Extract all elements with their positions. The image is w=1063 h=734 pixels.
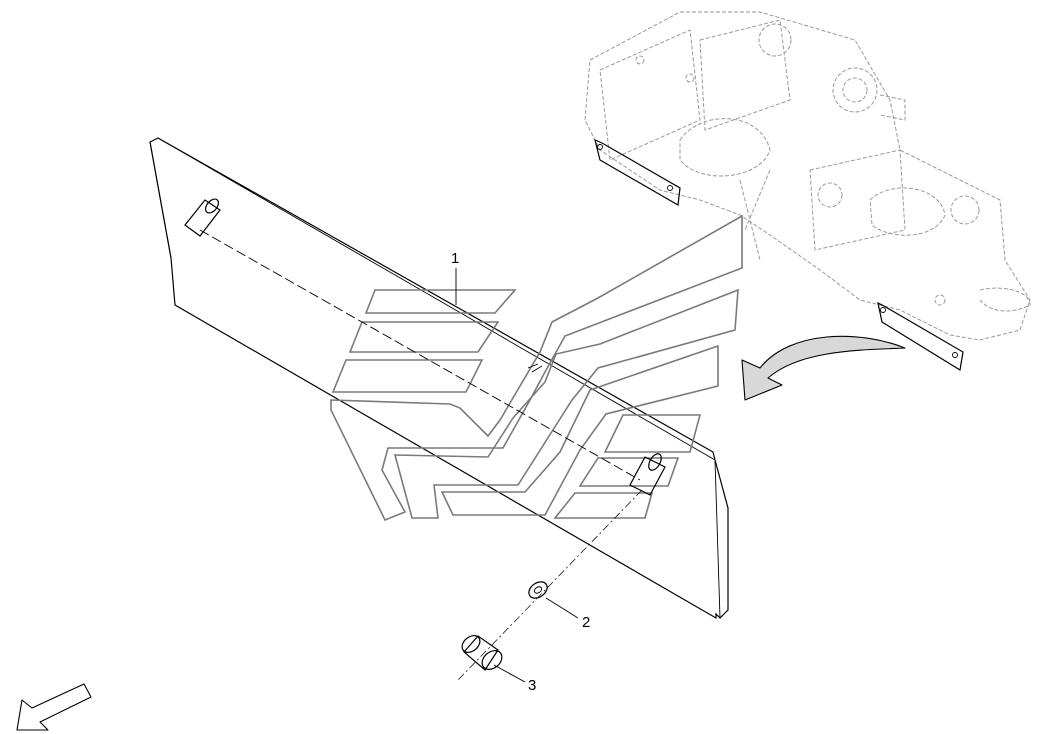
assembly-axis	[457, 489, 643, 681]
callout-2: 2	[582, 614, 591, 631]
callout-1: 1	[451, 250, 460, 267]
arrow-down-left-icon	[16, 683, 92, 731]
callout-3: 3	[528, 677, 537, 694]
bump-stop-top	[184, 198, 221, 237]
machine-assembly	[584, 11, 1031, 371]
bumper	[461, 635, 503, 671]
bump-stop-bottom	[629, 453, 666, 496]
washer	[528, 581, 548, 599]
leader-lines	[455, 268, 579, 683]
panel-hole-marker	[527, 363, 543, 373]
panel-logo-graphic	[330, 214, 743, 522]
shield-panel	[149, 137, 729, 620]
panel-centerline	[199, 229, 641, 481]
curved-arrow-icon	[741, 335, 906, 401]
